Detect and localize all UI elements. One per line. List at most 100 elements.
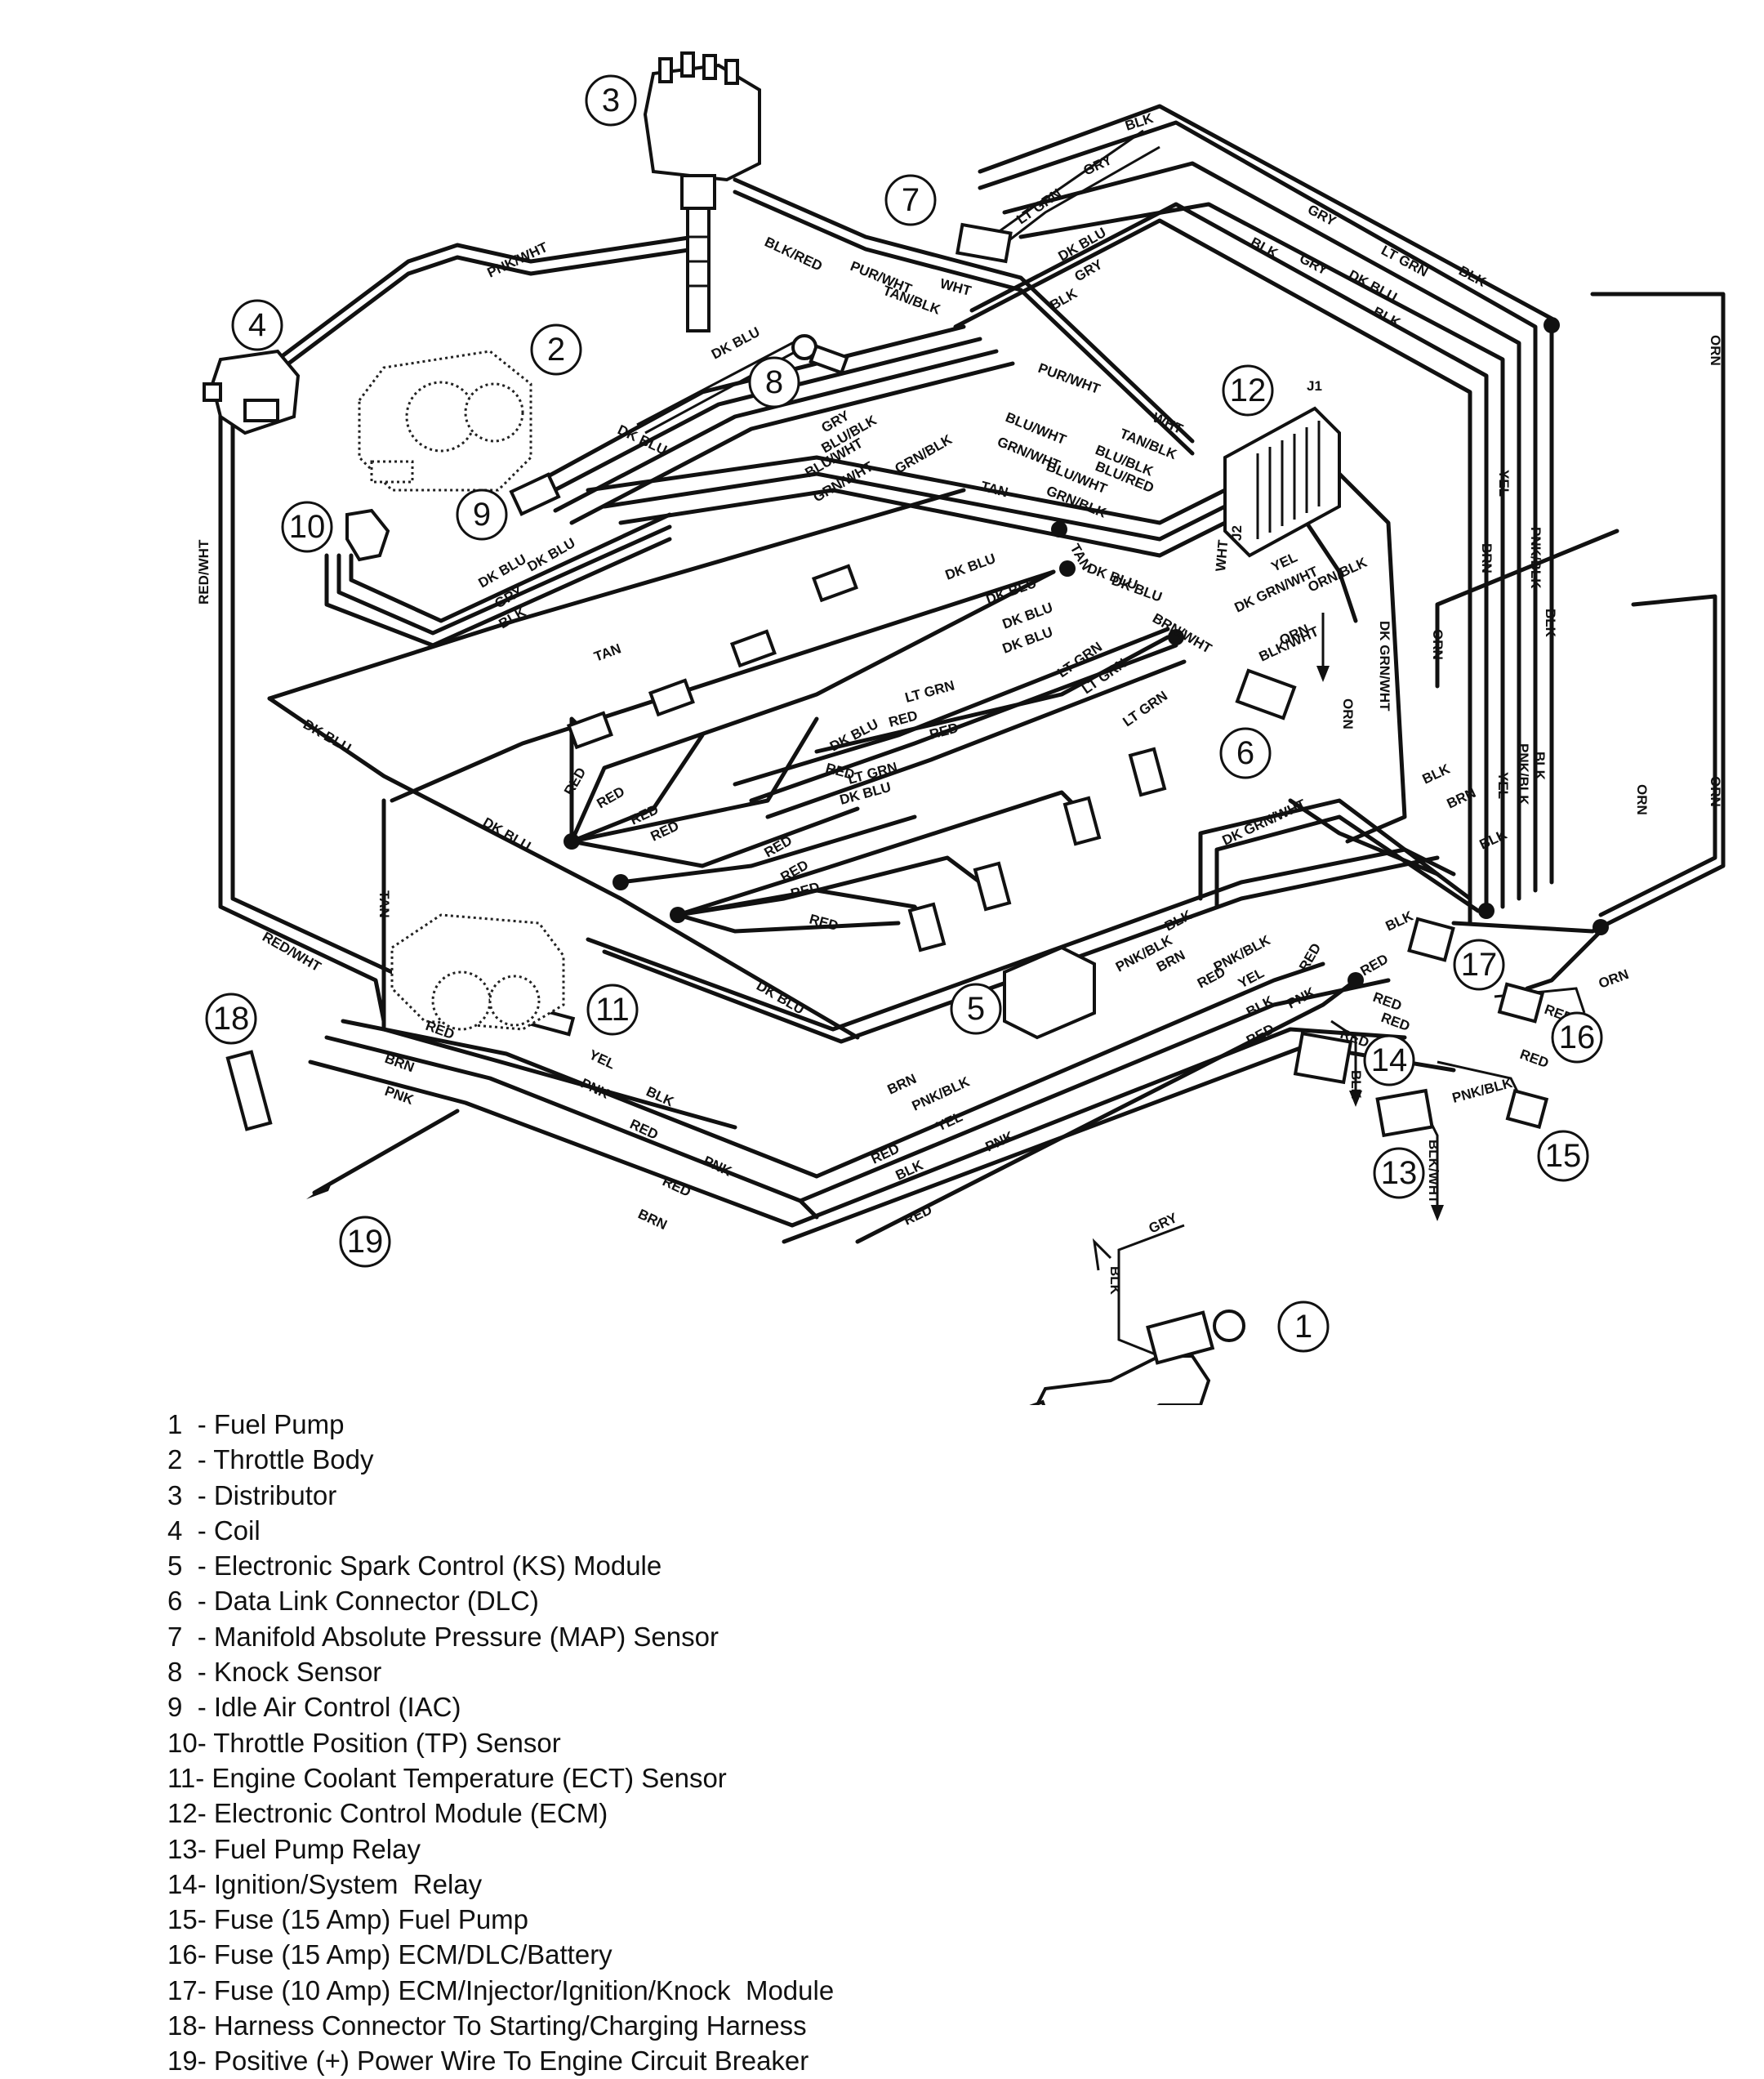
callout-18: 18 xyxy=(205,993,257,1045)
svg-text:17: 17 xyxy=(1461,947,1498,983)
spark-control-module xyxy=(1003,945,1096,1040)
splice-dot xyxy=(1051,521,1067,538)
wire-label: TAN xyxy=(376,890,392,918)
svg-text:3: 3 xyxy=(602,83,620,118)
wire-label: BRN xyxy=(383,1051,416,1075)
wire-label: BLK/WHT xyxy=(1426,1140,1441,1204)
wire-label: ORN xyxy=(1708,776,1723,807)
svg-text:5: 5 xyxy=(967,991,985,1027)
fuel-pump-relay xyxy=(1375,1088,1434,1138)
callout-17: 17 xyxy=(1453,939,1505,991)
splice-dot xyxy=(1348,972,1364,988)
idle-air-control xyxy=(509,472,561,516)
callout-5: 5 xyxy=(950,983,1002,1035)
callout-8: 8 xyxy=(748,356,800,408)
wire-label: BLK xyxy=(1543,609,1558,638)
wire-label: LT GRN xyxy=(903,677,956,705)
wire-label: DK BLU xyxy=(943,551,998,583)
svg-text:18: 18 xyxy=(213,1001,250,1037)
wire-label: GRN/BLK xyxy=(893,431,956,477)
wire-label: RED xyxy=(778,857,812,885)
wire-label: TAN/BLK xyxy=(881,283,943,318)
wire-label: BRN xyxy=(635,1206,669,1233)
legend-item: 17- Fuse (10 Amp) ECM/Injector/Ignition/… xyxy=(167,1974,835,2005)
wire-label: BLK xyxy=(1107,1266,1123,1296)
wire-label: DK GRN/WHT xyxy=(1377,621,1392,712)
splice-points xyxy=(564,317,1609,988)
wire-harness xyxy=(218,104,1726,1358)
wire-label: ORN xyxy=(1597,966,1631,992)
wire-label: WHT xyxy=(938,276,973,300)
callout-2: 2 xyxy=(530,323,582,376)
wire-label: BLK xyxy=(1420,761,1453,787)
svg-text:9: 9 xyxy=(473,497,491,533)
tp-sensor xyxy=(345,508,390,562)
legend-item: 10- Throttle Position (TP) Sensor xyxy=(167,1727,561,1758)
wiring-diagram: PNK/WHT BLK GRY LT GRN GRY LT GRN BLK BL… xyxy=(196,51,1726,1405)
wire-label: BLK xyxy=(1532,752,1548,781)
svg-text:7: 7 xyxy=(902,182,920,218)
callout-4: 4 xyxy=(231,299,283,351)
legend-item: 16- Fuse (15 Amp) ECM/DLC/Battery xyxy=(167,1939,612,1970)
throttle-body xyxy=(358,350,532,492)
legend-item: 13- Fuel Pump Relay xyxy=(167,1833,421,1864)
coil xyxy=(203,349,301,435)
callout-1: 1 xyxy=(1277,1300,1330,1353)
wire-label: PNK xyxy=(983,1128,1017,1155)
wire-label: RED xyxy=(595,783,628,811)
callouts: 1 2 3 4 5 6 7 8 9 10 11 12 13 14 15 16 1… xyxy=(205,74,1603,1353)
wire-label: RED xyxy=(1518,1046,1551,1071)
legend-item: 7 - Manifold Absolute Pressure (MAP) Sen… xyxy=(167,1621,719,1652)
wire-label: TAN xyxy=(979,479,1009,501)
svg-text:6: 6 xyxy=(1236,735,1254,771)
splice-dot xyxy=(1059,560,1076,577)
legend-item: 15- Fuse (15 Amp) Fuel Pump xyxy=(167,1904,529,1935)
wire-label: YEL xyxy=(1269,549,1300,574)
callout-6: 6 xyxy=(1219,727,1272,779)
wire-label: BLK xyxy=(1244,993,1276,1020)
splice-dot xyxy=(670,907,686,923)
legend-item: 19- Positive (+) Power Wire To Engine Ci… xyxy=(167,2046,809,2077)
callout-16: 16 xyxy=(1551,1011,1603,1064)
svg-text:8: 8 xyxy=(765,364,783,400)
wire-label: DK BLU xyxy=(984,575,1039,608)
wire-label: DK BLU xyxy=(480,814,533,854)
splice-dot xyxy=(1544,317,1560,333)
wire-label: RED/WHT xyxy=(196,539,212,605)
wire-label: BLK xyxy=(1348,1070,1364,1100)
svg-text:2: 2 xyxy=(547,332,565,368)
callout-3: 3 xyxy=(585,74,637,127)
callout-12: 12 xyxy=(1222,364,1274,417)
svg-text:1: 1 xyxy=(1294,1309,1312,1345)
callout-14: 14 xyxy=(1363,1034,1415,1086)
wire-label: WHT xyxy=(1213,539,1231,573)
knock-sensor xyxy=(791,334,849,375)
fuel-injectors xyxy=(566,564,1167,953)
wire-label: PNK xyxy=(701,1153,734,1180)
wire-label: RED xyxy=(648,818,682,844)
ecm xyxy=(1223,406,1341,558)
splice-dot xyxy=(564,833,580,850)
wire-label: ORN xyxy=(1634,784,1650,815)
wire-label: RED xyxy=(902,1202,935,1228)
splice-dot xyxy=(1168,629,1184,645)
callout-13: 13 xyxy=(1373,1147,1425,1199)
wire-label: J1 xyxy=(1307,378,1322,394)
legend-item: 1 - Fuel Pump xyxy=(167,1409,345,1439)
legend-item: 18- Harness Connector To Starting/Chargi… xyxy=(167,2010,807,2041)
wire-label: ORN xyxy=(1430,629,1446,660)
wire-label: RED xyxy=(660,1173,693,1199)
wire-label: TAN xyxy=(592,640,623,664)
wire-label: RED xyxy=(1296,940,1324,974)
legend-item: 6 - Data Link Connector (DLC) xyxy=(167,1586,539,1617)
svg-text:16: 16 xyxy=(1559,1019,1596,1055)
wire-label: DK BLU xyxy=(709,324,763,363)
callout-7: 7 xyxy=(884,174,937,226)
wire-label: PNK xyxy=(578,1075,612,1102)
wire-label: PNK/BLK xyxy=(910,1073,973,1113)
map-sensor xyxy=(956,222,1013,264)
callout-15: 15 xyxy=(1537,1130,1589,1182)
splice-dot xyxy=(612,874,629,890)
svg-text:19: 19 xyxy=(347,1224,384,1260)
wire-label: RED xyxy=(1358,951,1392,979)
